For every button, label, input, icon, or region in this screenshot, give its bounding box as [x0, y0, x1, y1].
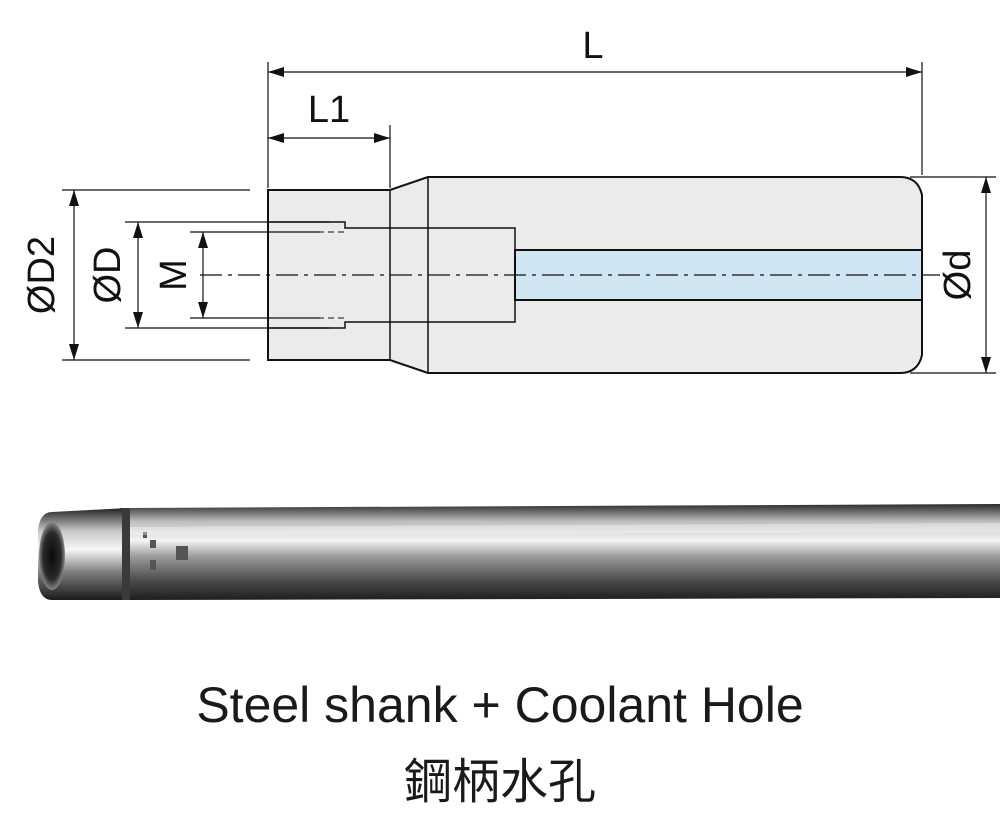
caption-chinese: 鋼柄水孔	[403, 754, 596, 810]
bore-opening	[39, 522, 65, 590]
label-D: ØD	[87, 247, 129, 304]
label-M: M	[153, 259, 195, 291]
label-D2: ØD2	[21, 236, 63, 314]
label-L1: L1	[308, 89, 350, 131]
label-d: Ød	[937, 250, 979, 301]
label-L: L	[582, 25, 603, 67]
caption-english: Steel shank + Coolant Hole	[196, 677, 804, 733]
technical-drawing	[62, 62, 996, 374]
shank-photo	[38, 504, 1000, 600]
